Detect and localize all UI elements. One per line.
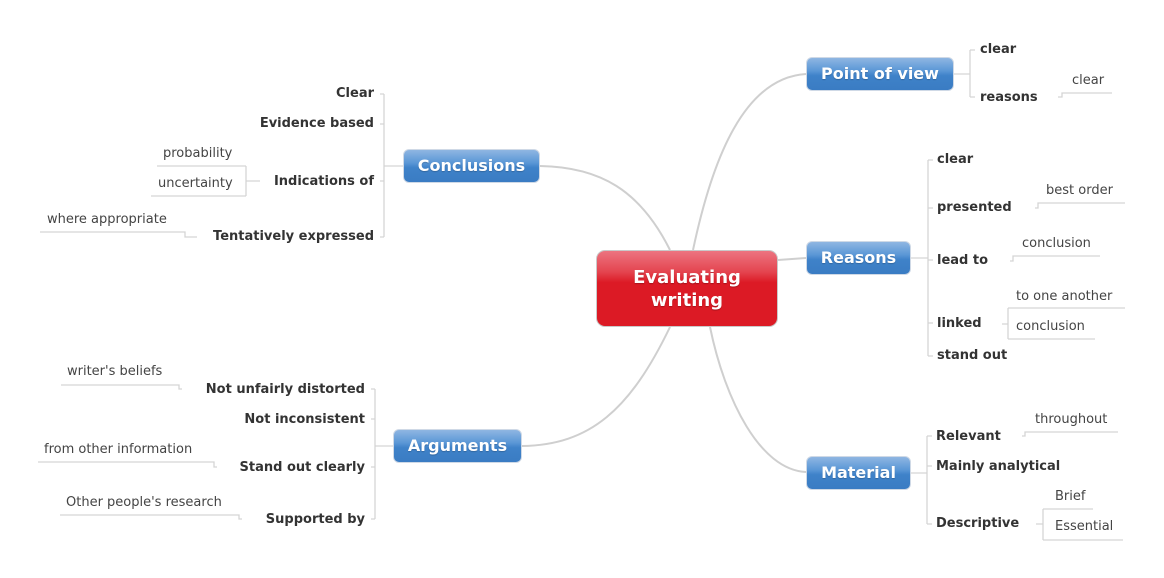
- subtopic-tentatively-expressed[interactable]: Tentatively expressed: [213, 229, 374, 244]
- leaf-writers-beliefs[interactable]: writer's beliefs: [67, 364, 163, 379]
- leaf-essential[interactable]: Essential: [1055, 519, 1114, 534]
- subtopic-clear[interactable]: Clear: [336, 86, 374, 101]
- subtopic-reasons[interactable]: reasons: [980, 90, 1038, 105]
- connector-central-material: [709, 326, 807, 473]
- connector-central-arguments: [521, 326, 671, 447]
- leaf-conclusion[interactable]: conclusion: [1022, 236, 1091, 251]
- topic-point-of-view[interactable]: Point of view: [806, 57, 954, 91]
- subtopic-clear[interactable]: clear: [937, 152, 974, 167]
- connector-central-reasons: [777, 257, 807, 261]
- subtopic-relevant[interactable]: Relevant: [936, 429, 1001, 444]
- topic-reasons[interactable]: Reasons: [806, 241, 911, 275]
- connector-central-conclusions: [539, 165, 671, 251]
- topic-conclusions[interactable]: Conclusions: [403, 149, 540, 183]
- leaf-throughout[interactable]: throughout: [1035, 412, 1108, 427]
- subtopic-evidence-based[interactable]: Evidence based: [259, 116, 374, 131]
- topic-arguments[interactable]: Arguments: [393, 429, 522, 463]
- subtopic-mainly-analytical[interactable]: Mainly analytical: [936, 459, 1061, 474]
- subtopic-not-unfairly-distorted[interactable]: Not unfairly distorted: [205, 382, 365, 397]
- leaf-best-order[interactable]: best order: [1046, 183, 1113, 198]
- subtopic-supported-by[interactable]: Supported by: [265, 512, 365, 527]
- subtopic-not-inconsistent[interactable]: Not inconsistent: [244, 412, 365, 427]
- central-topic-line1: Evaluating: [633, 267, 741, 288]
- leaf-conclusion[interactable]: conclusion: [1016, 319, 1085, 334]
- subtopic-lead-to[interactable]: lead to: [937, 253, 989, 268]
- central-topic[interactable]: Evaluating writing: [596, 250, 778, 327]
- leaf-to-one-another[interactable]: to one another: [1016, 289, 1113, 304]
- topic-material[interactable]: Material: [806, 456, 911, 490]
- subtopic-linked[interactable]: linked: [937, 316, 982, 331]
- leaf-from-other-information[interactable]: from other information: [44, 442, 193, 457]
- leaf-brief[interactable]: Brief: [1055, 489, 1086, 504]
- subtopic-presented[interactable]: presented: [937, 200, 1012, 215]
- subtopic-indications-of[interactable]: Indications of: [273, 174, 374, 189]
- leaf-where-appropriate[interactable]: where appropriate: [47, 212, 167, 227]
- leaf-uncertainty[interactable]: uncertainty: [158, 176, 233, 191]
- central-topic-line2: writing: [650, 290, 724, 311]
- leaf-other-peoples-research[interactable]: Other people's research: [66, 495, 222, 510]
- subtopic-stand-out-clearly[interactable]: Stand out clearly: [239, 460, 365, 475]
- leaf-probability[interactable]: probability: [163, 146, 233, 161]
- subtopic-stand-out[interactable]: stand out: [937, 348, 1008, 363]
- subtopic-clear[interactable]: clear: [980, 42, 1017, 57]
- subtopic-descriptive[interactable]: Descriptive: [936, 516, 1020, 531]
- connector-central-point-of-view: [692, 73, 807, 251]
- leaf-clear[interactable]: clear: [1072, 73, 1105, 88]
